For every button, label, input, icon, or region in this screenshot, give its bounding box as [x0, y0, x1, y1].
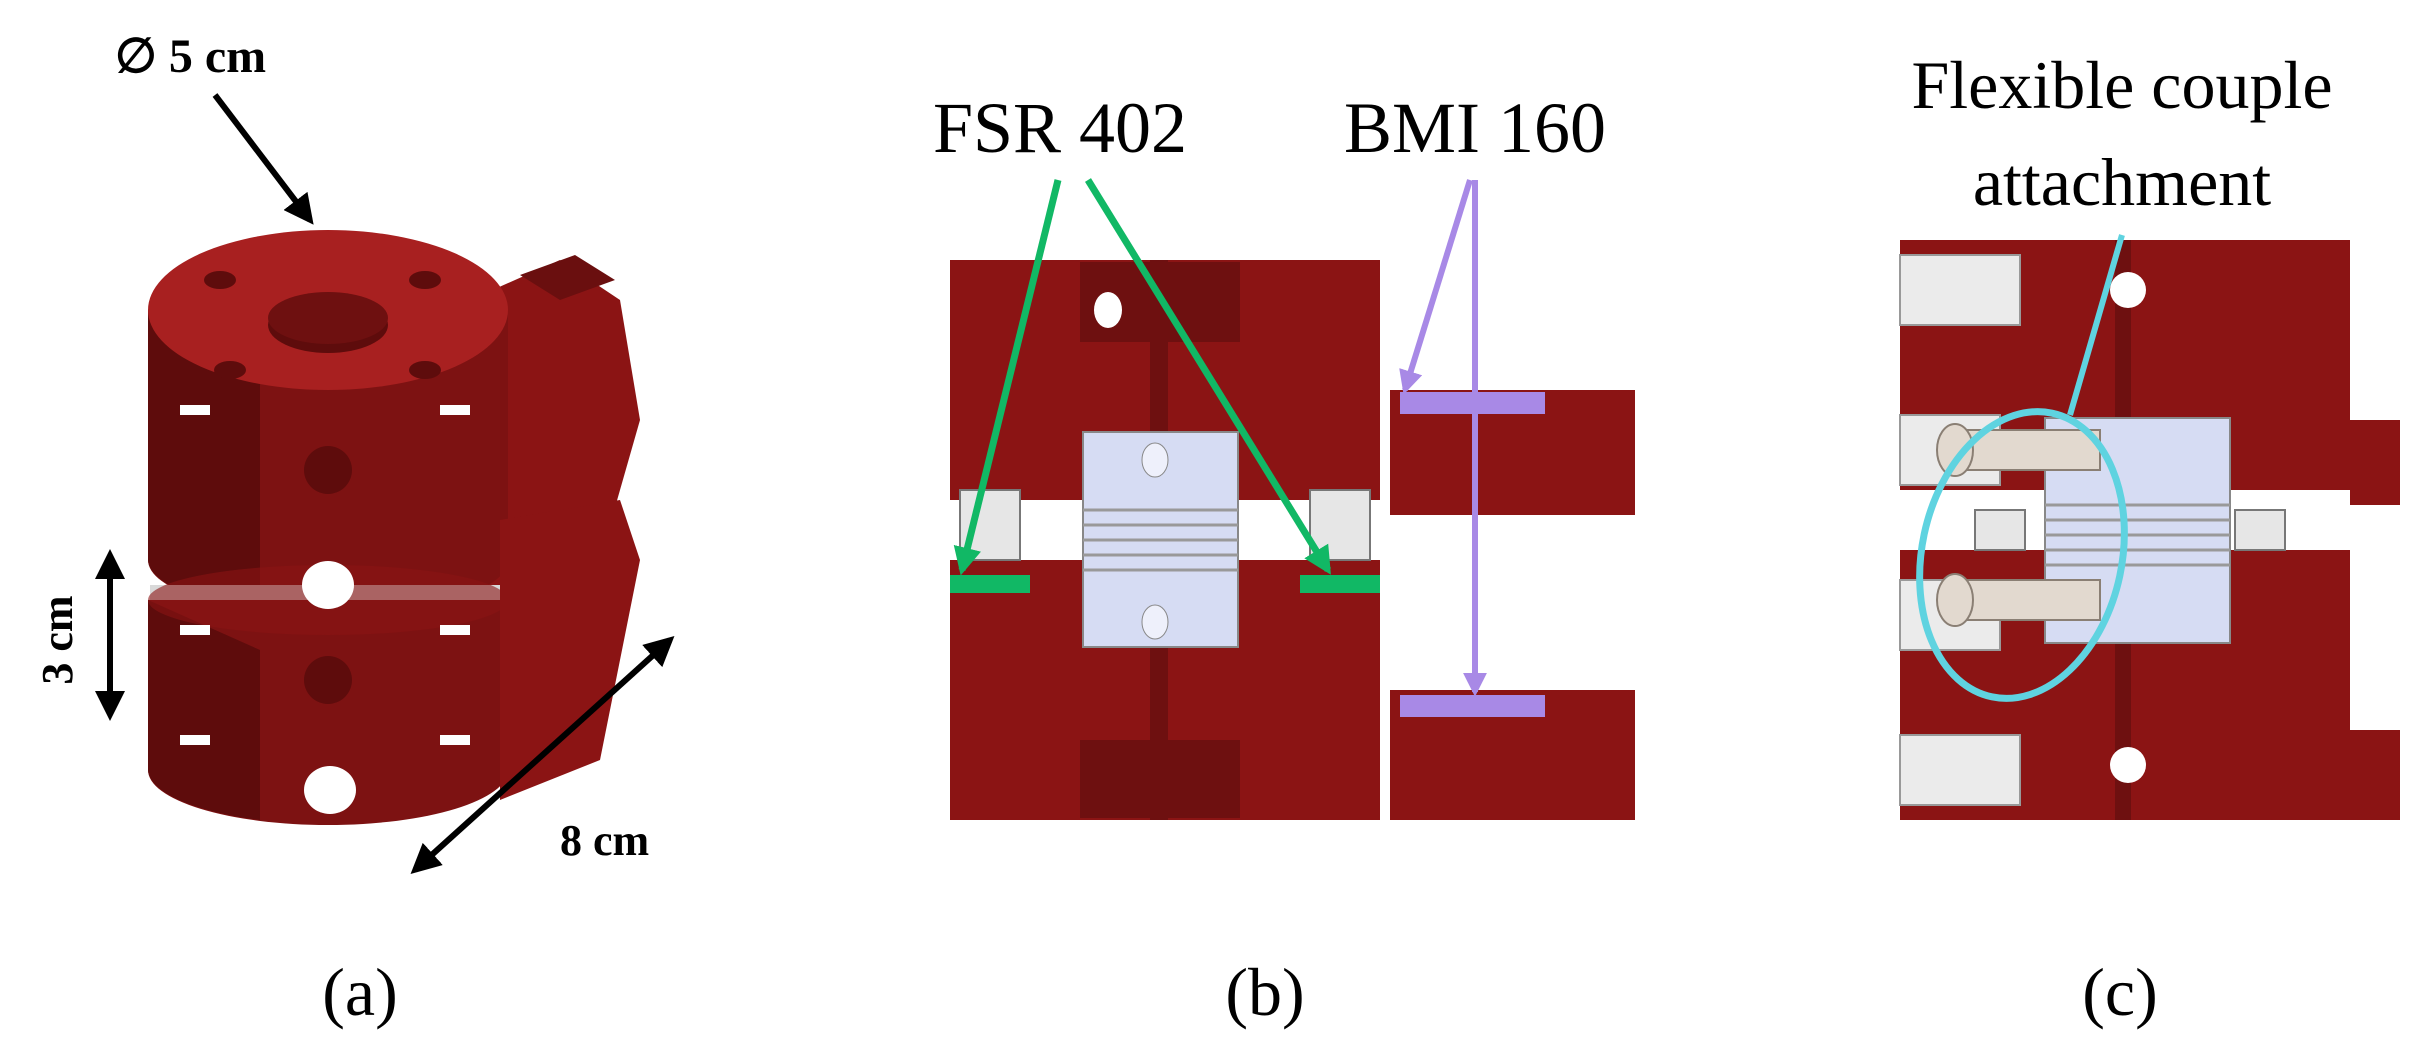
fsr-sensor-left	[950, 575, 1030, 593]
fsr-label: FSR 402	[933, 88, 1187, 168]
attachment-leader-line	[2067, 234, 2125, 416]
attachment-label-line2: attachment	[1973, 144, 2271, 220]
fsr-arrow-left	[953, 179, 1062, 576]
attachment-label-line1: Flexible couple	[1911, 47, 2332, 123]
imu-sensor-lower	[1400, 695, 1545, 717]
imu-arrow-upper	[1399, 179, 1473, 395]
panel-b-caption: (b)	[1225, 954, 1304, 1030]
diameter-label: ∅ 5 cm	[115, 30, 266, 83]
imu-label: BMI 160	[1344, 88, 1606, 168]
fsr-sensor-right	[1300, 575, 1380, 593]
fsr-arrow-right	[1085, 178, 1331, 575]
panel-b-section-view	[950, 260, 1635, 820]
length-arrow	[410, 635, 675, 875]
height-label: 3 cm	[33, 595, 82, 684]
set-screw-lower	[1949, 579, 2101, 621]
attachment-highlight-ellipse	[1916, 408, 2128, 702]
panel-c-caption: (c)	[2082, 954, 2157, 1030]
panel-a-caption: (a)	[322, 954, 397, 1030]
diameter-arrow	[212, 93, 314, 225]
panel-c-detail-view	[1899, 240, 2400, 820]
length-label: 8 cm	[560, 816, 649, 865]
